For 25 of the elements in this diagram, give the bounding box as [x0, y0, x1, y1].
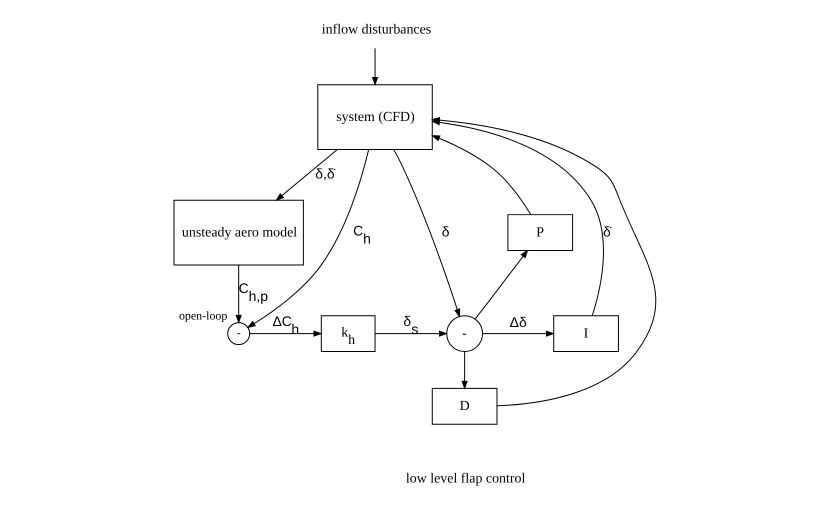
arrow — [374, 330, 448, 337]
arrow — [250, 330, 322, 337]
edge-label: δ — [442, 223, 450, 240]
node-circle: - — [227, 322, 250, 346]
node-text: inflow disturbances — [322, 22, 432, 38]
node-box: I — [553, 315, 619, 352]
arrow — [431, 135, 532, 216]
arrow — [482, 330, 555, 337]
arrow — [393, 149, 460, 318]
edge-label: Δδ — [510, 314, 527, 330]
arrow — [275, 149, 338, 202]
node-box: unsteady aero model — [173, 200, 304, 266]
label: low level flap control — [406, 472, 526, 487]
node-box: P — [507, 214, 574, 252]
node-circle: - — [446, 315, 484, 352]
arrow — [372, 48, 378, 86]
edge-label: δ,δ̇ — [315, 166, 335, 182]
node-box: D — [432, 388, 498, 425]
arrow — [461, 351, 468, 390]
arrow — [474, 249, 528, 320]
node-box: system (CFD) — [317, 84, 433, 150]
node-label: open-loop — [178, 308, 228, 322]
arrow — [236, 264, 242, 324]
edge-label: δ̇ — [602, 223, 611, 240]
arrow — [246, 149, 370, 328]
